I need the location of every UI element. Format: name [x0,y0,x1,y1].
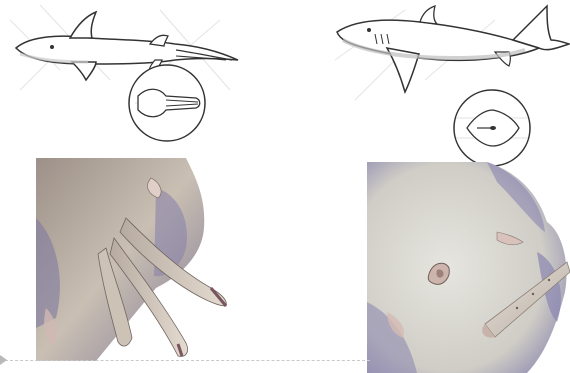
female-cloaca-photo [367,162,570,373]
male-shark-body [16,12,238,80]
female-shark-illustration [325,0,570,170]
bullet-arrow-icon [0,355,7,365]
clasper-inset [129,65,205,141]
male-shark-illustration [0,0,250,170]
cloaca-inset [454,90,530,166]
male-clasper-photo [36,158,238,361]
female-shark-body [337,6,569,92]
dashed-divider [0,360,370,361]
